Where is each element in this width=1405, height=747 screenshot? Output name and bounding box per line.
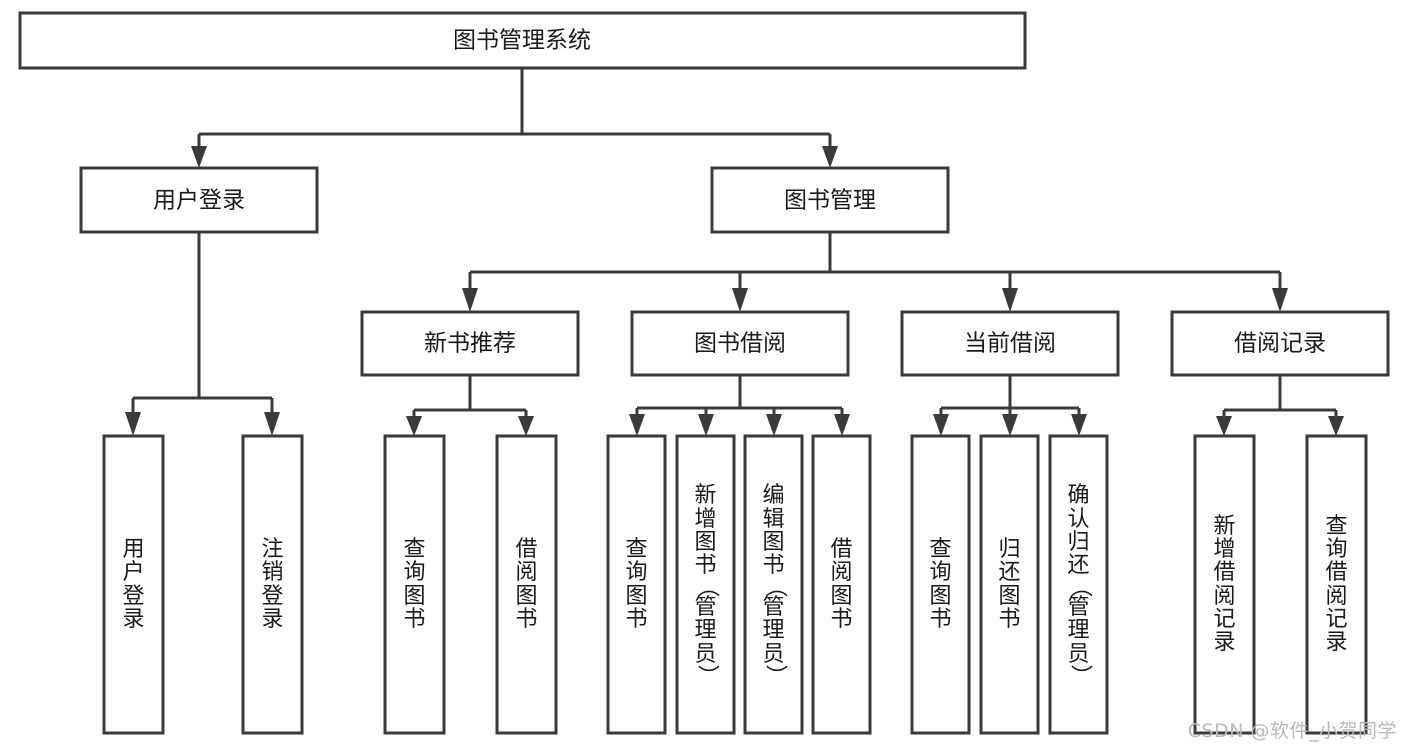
node-leaf-add-book[interactable]	[675, 434, 736, 735]
node-leaf-add-record[interactable]	[1193, 434, 1256, 735]
node-leaf-edit-book[interactable]	[743, 434, 804, 735]
node-user-login[interactable]	[79, 166, 319, 234]
node-leaf-query-book-2[interactable]	[606, 434, 667, 735]
node-root-label: 图书管理系统	[453, 28, 591, 54]
connector-group	[125, 68, 1344, 436]
node-user-login-label: 用户登录	[153, 188, 245, 214]
arrowhead-user-login	[191, 146, 207, 168]
node-current-borrow-label: 当前借阅	[964, 331, 1056, 357]
arrowhead-leaf-return-book	[1002, 414, 1018, 436]
arrowhead-leaf-query-record	[1328, 416, 1344, 436]
node-new-book-recommend-label: 新书推荐	[424, 331, 516, 357]
arrowhead-leaf-user-login	[125, 412, 141, 436]
node-leaf-query-record[interactable]	[1305, 434, 1368, 735]
node-book-borrow-label: 图书借阅	[694, 331, 786, 357]
node-book-management[interactable]	[710, 166, 950, 234]
node-leaf-return-book[interactable]	[979, 434, 1040, 735]
node-leaf-confirm-return[interactable]	[1048, 434, 1109, 735]
arrowhead-currentborrow	[1002, 288, 1018, 312]
node-book-management-label: 图书管理	[784, 188, 876, 214]
node-leaf-borrow-book-2[interactable]	[811, 434, 872, 735]
arrowhead-leaf-edit-book	[766, 414, 782, 436]
arrowhead-leaf-borrow-book-1	[518, 416, 534, 436]
node-leaf-query-book-1[interactable]	[383, 434, 446, 735]
arrowhead-leaf-query-book-2	[629, 414, 645, 436]
node-leaf-query-book-3[interactable]	[910, 434, 971, 735]
arrowhead-bookborrow	[732, 288, 748, 312]
node-borrow-record-label: 借阅记录	[1234, 331, 1326, 357]
arrowhead-leaf-user-logout	[264, 412, 280, 436]
node-new-book-recommend[interactable]	[360, 310, 580, 377]
arrowhead-book-management	[822, 146, 838, 168]
node-borrow-record[interactable]	[1170, 310, 1390, 377]
arrowhead-leaf-add-record	[1216, 416, 1232, 436]
node-leaf-user-logout[interactable]	[241, 434, 304, 735]
node-book-borrow[interactable]	[630, 310, 850, 377]
arrowhead-borrowrecord	[1272, 288, 1288, 312]
csdn-watermark: CSDN @软件_小贺同学	[1187, 720, 1397, 742]
node-leaf-borrow-book-1[interactable]	[495, 434, 558, 735]
arrowhead-newbook	[462, 288, 478, 312]
arrowhead-leaf-query-book-3	[933, 414, 949, 436]
arrowhead-leaf-confirm-return	[1071, 414, 1087, 436]
node-leaf-user-login[interactable]	[102, 434, 165, 735]
node-root[interactable]	[18, 11, 1027, 70]
arrowhead-leaf-add-book	[698, 414, 714, 436]
arrowhead-leaf-query-book-1	[406, 416, 422, 436]
node-current-borrow[interactable]	[900, 310, 1120, 377]
arrowhead-leaf-borrow-book-2	[834, 414, 850, 436]
